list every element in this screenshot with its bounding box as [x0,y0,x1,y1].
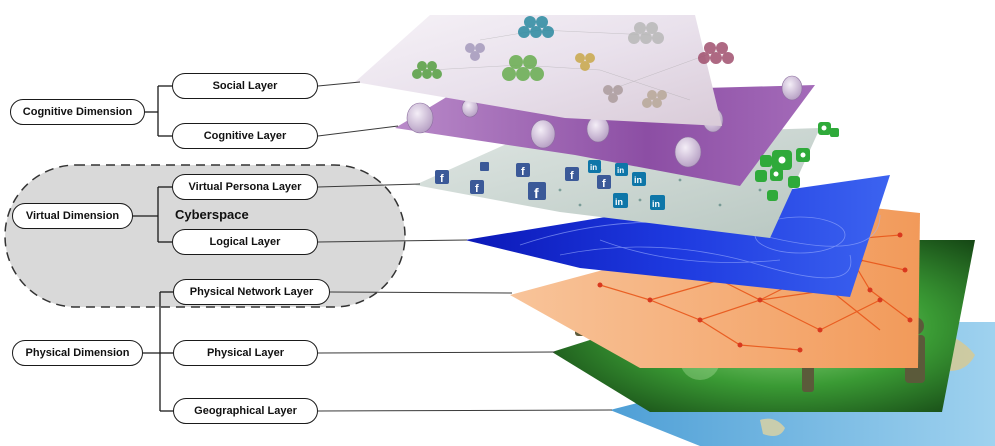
cognitive-layer-label: Cognitive Layer [172,123,318,149]
svg-text:f: f [440,173,444,185]
svg-text:f: f [534,185,539,201]
svg-text:f: f [602,178,606,190]
geographical-layer-label: Geographical Layer [173,398,318,424]
svg-text:f: f [570,170,574,182]
svg-text:f: f [521,166,525,178]
linkedin-icon: in in in in in [588,160,665,210]
virtual-persona-layer-label: Virtual Persona Layer [172,174,318,200]
physical-network-layer-label: Physical Network Layer [173,279,330,305]
facebook-icon: f f f f f f [435,162,611,201]
hierarchy-connectors [133,85,173,412]
svg-text:in: in [652,199,660,209]
social-layer-plane [355,15,734,126]
cognitive-dimension-label: Cognitive Dimension [10,99,145,125]
svg-text:in: in [615,197,623,207]
social-layer-label: Social Layer [172,73,318,99]
phone-icon [755,122,839,201]
cyberspace-label: Cyberspace [175,207,249,222]
layer-leader-lines [317,81,613,412]
svg-text:f: f [475,183,479,195]
social-community-clusters [412,16,734,108]
svg-text:in: in [634,175,642,185]
human-head-icon [406,75,803,168]
virtual-dimension-label: Virtual Dimension [12,203,133,229]
svg-text:in: in [617,166,624,175]
svg-text:in: in [590,163,597,172]
logical-layer-label: Logical Layer [172,229,318,255]
physical-dimension-label: Physical Dimension [12,340,143,366]
physical-layer-label: Physical Layer [173,340,318,366]
